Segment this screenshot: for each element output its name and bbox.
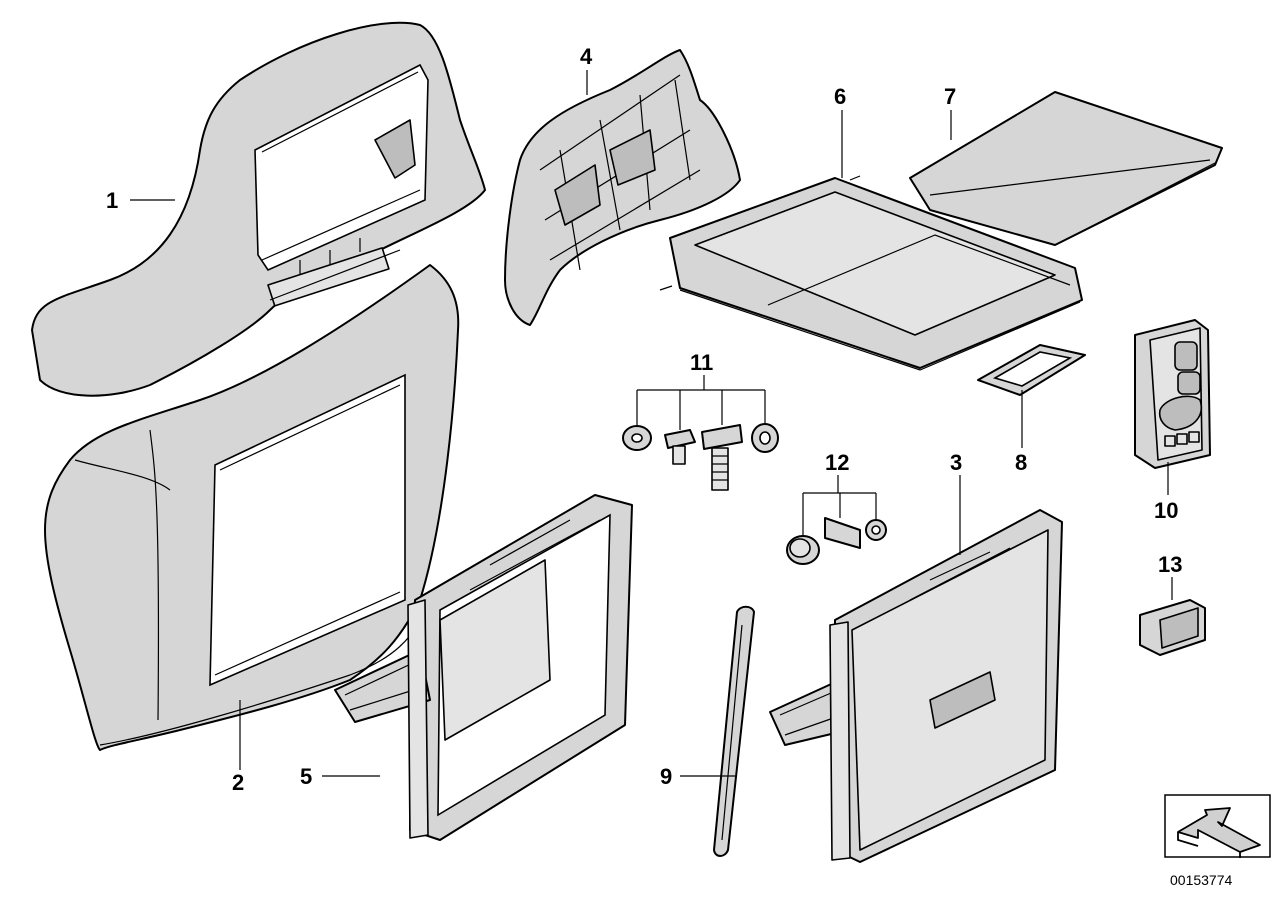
callout-labels: 1 2 3 4 5 6 7 8 9 10 11 12 13 — [106, 44, 1182, 795]
part-8-gasket — [977, 344, 1086, 396]
part-9-strap — [713, 605, 755, 857]
part-6-storage-tray — [659, 175, 1083, 371]
part-11-fastener-set — [622, 423, 779, 491]
part-7-cover-mat — [909, 91, 1223, 246]
part-3-backrest-frame-panel — [769, 509, 1063, 863]
callout-7: 7 — [944, 84, 956, 109]
part-10-seat-switch — [1134, 319, 1211, 469]
callout-12: 12 — [825, 450, 849, 475]
part-5-backrest-frame — [334, 494, 633, 841]
document-number: 00153774 — [1170, 872, 1233, 888]
callout-2: 2 — [232, 770, 244, 795]
callout-1: 1 — [106, 188, 118, 213]
part-12-clip-set — [786, 517, 887, 565]
direction-arrow-icon — [1164, 794, 1271, 858]
callout-10: 10 — [1154, 498, 1178, 523]
part-2-lower-backrest-trim — [44, 264, 460, 751]
callout-3: 3 — [950, 450, 962, 475]
callout-11: 11 — [690, 350, 713, 375]
part-1-upper-backrest-trim — [31, 21, 486, 397]
callout-9: 9 — [660, 764, 672, 789]
callout-8: 8 — [1015, 450, 1027, 475]
callout-13: 13 — [1158, 552, 1182, 577]
part-4-backrest-shell — [504, 49, 741, 326]
part-13-switch — [1139, 599, 1206, 656]
callout-4: 4 — [580, 44, 593, 69]
leader-lines — [130, 70, 1173, 777]
callout-5: 5 — [300, 764, 312, 789]
callout-6: 6 — [834, 84, 846, 109]
